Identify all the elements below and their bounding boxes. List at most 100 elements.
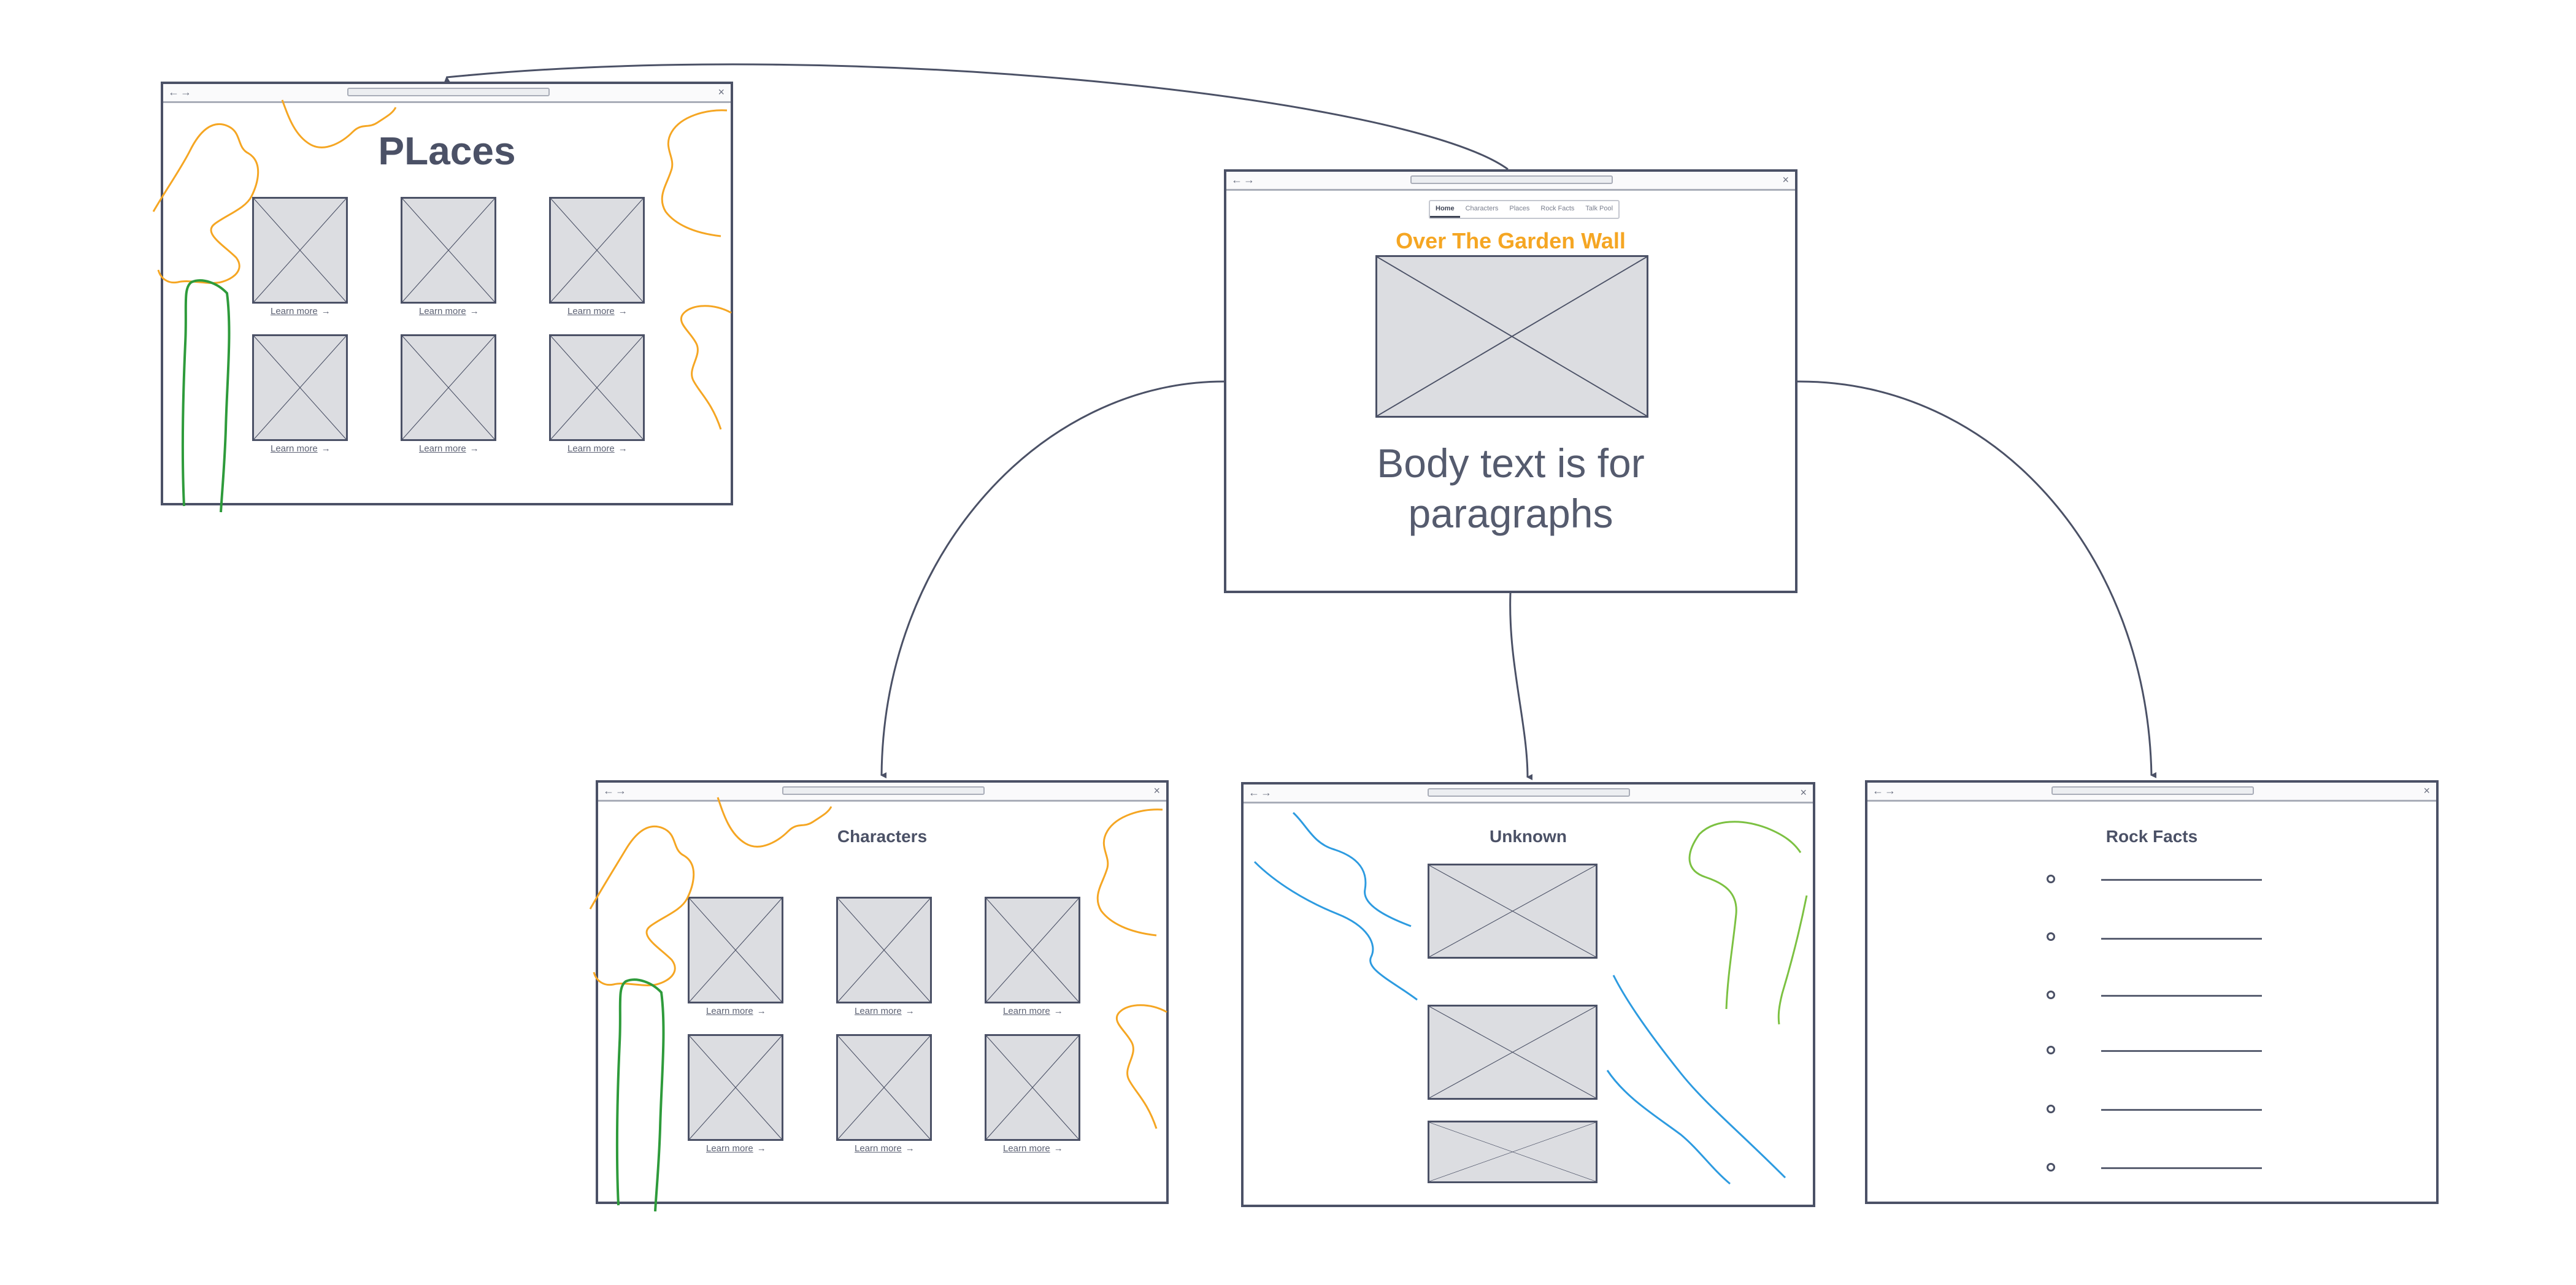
connector-home-to-rock-facts	[1797, 380, 2157, 778]
page-title: Unknown	[1490, 827, 1567, 846]
nav-home[interactable]: Home	[1430, 201, 1460, 218]
back-arrow-icon[interactable]: ←	[1231, 174, 1242, 186]
back-arrow-icon[interactable]: ←	[603, 784, 614, 797]
learn-more-label: Learn more	[855, 1143, 902, 1154]
back-arrow-icon[interactable]: ←	[1872, 784, 1883, 797]
home-frame: ← → × Home Characters Places Rock Facts …	[1224, 169, 1797, 593]
image-placeholder	[1428, 864, 1598, 959]
unknown-frame: ← → × Unknown	[1241, 782, 1815, 1207]
learn-more-label: Learn more	[271, 306, 318, 316]
browser-toolbar: ← → ×	[163, 84, 731, 103]
back-arrow-icon[interactable]: ←	[1248, 786, 1259, 799]
close-icon[interactable]: ×	[2423, 784, 2430, 797]
hero-image-placeholder	[1375, 255, 1648, 418]
learn-more-label: Learn more	[419, 443, 466, 454]
card-image-placeholder	[688, 1034, 783, 1141]
fact-line	[2101, 995, 2262, 997]
arrow-right-icon: →	[905, 1006, 915, 1016]
connector-home-to-unknown	[1509, 593, 1533, 780]
bullet-icon	[2047, 875, 2055, 883]
forward-arrow-icon[interactable]: →	[615, 784, 626, 797]
learn-more-label: Learn more	[706, 1006, 753, 1016]
arrow-right-icon: →	[618, 443, 628, 454]
arrow-right-icon: →	[469, 443, 479, 454]
nav-rock-facts[interactable]: Rock Facts	[1540, 205, 1575, 212]
fact-line	[2101, 1109, 2262, 1111]
browser-toolbar: ← → ×	[1867, 783, 2436, 802]
forward-arrow-icon[interactable]: →	[1885, 784, 1896, 797]
learn-more-label: Learn more	[855, 1006, 902, 1016]
body-text-line-1: Body text is for	[1377, 440, 1645, 486]
forward-arrow-icon[interactable]: →	[1261, 786, 1272, 799]
arrow-right-icon: →	[756, 1143, 766, 1154]
browser-toolbar: ← → ×	[1244, 784, 1813, 804]
address-bar[interactable]	[347, 88, 550, 96]
close-icon[interactable]: ×	[1153, 784, 1160, 797]
card-image-placeholder	[836, 1034, 932, 1141]
card-image-placeholder	[688, 897, 783, 1003]
forward-arrow-icon[interactable]: →	[1244, 174, 1255, 186]
nav-talk-pool[interactable]: Talk Pool	[1585, 205, 1613, 212]
learn-more-label: Learn more	[419, 306, 466, 316]
card-image-placeholder	[985, 897, 1080, 1003]
back-arrow-icon[interactable]: ←	[168, 86, 179, 98]
body-text: Body text is for paragraphs	[1226, 438, 1795, 539]
address-bar[interactable]	[1428, 788, 1630, 797]
arrow-right-icon: →	[1053, 1143, 1063, 1154]
learn-more-label: Learn more	[567, 306, 615, 316]
address-bar[interactable]	[1410, 175, 1613, 184]
bullet-icon	[2047, 1163, 2055, 1172]
learn-more-link[interactable]: Learn more→	[855, 1006, 915, 1016]
fact-line	[2101, 879, 2262, 881]
learn-more-label: Learn more	[706, 1143, 753, 1154]
learn-more-label: Learn more	[1003, 1006, 1050, 1016]
page-title: Characters	[837, 827, 928, 846]
learn-more-link[interactable]: Learn more→	[271, 443, 331, 454]
learn-more-link[interactable]: Learn more→	[419, 443, 479, 454]
nav-characters[interactable]: Characters	[1465, 205, 1499, 212]
close-icon[interactable]: ×	[1800, 786, 1807, 799]
nav-places[interactable]: Places	[1509, 205, 1530, 212]
learn-more-link[interactable]: Learn more→	[706, 1006, 766, 1016]
close-icon[interactable]: ×	[718, 86, 725, 98]
learn-more-link[interactable]: Learn more→	[567, 443, 628, 454]
learn-more-link[interactable]: Learn more→	[271, 306, 331, 316]
address-bar[interactable]	[782, 786, 985, 795]
learn-more-label: Learn more	[567, 443, 615, 454]
connector-home-to-characters	[880, 380, 1225, 779]
address-bar[interactable]	[2051, 786, 2254, 795]
arrow-right-icon: →	[618, 306, 628, 316]
learn-more-link[interactable]: Learn more→	[706, 1143, 766, 1154]
arrow-right-icon: →	[905, 1143, 915, 1154]
bullet-icon	[2047, 1046, 2055, 1054]
learn-more-label: Learn more	[1003, 1143, 1050, 1154]
browser-toolbar: ← → ×	[598, 783, 1166, 802]
arrow-right-icon: →	[321, 443, 331, 454]
card-image-placeholder	[985, 1034, 1080, 1141]
learn-more-link[interactable]: Learn more→	[419, 306, 479, 316]
bullet-icon	[2047, 932, 2055, 941]
learn-more-label: Learn more	[271, 443, 318, 454]
card-image-placeholder	[549, 334, 645, 441]
nav-bar: Home Characters Places Rock Facts Talk P…	[1429, 200, 1620, 219]
rock-facts-frame: ← → × Rock Facts	[1865, 780, 2439, 1204]
image-placeholder	[1428, 1005, 1598, 1100]
learn-more-link[interactable]: Learn more→	[1003, 1143, 1063, 1154]
card-image-placeholder	[549, 197, 645, 304]
card-image-placeholder	[401, 197, 496, 304]
fact-line	[2101, 938, 2262, 940]
page-title: Rock Facts	[2105, 827, 2198, 846]
bullet-icon	[2047, 1105, 2055, 1113]
learn-more-link[interactable]: Learn more→	[855, 1143, 915, 1154]
learn-more-link[interactable]: Learn more→	[567, 306, 628, 316]
arrow-right-icon: →	[321, 306, 331, 316]
forward-arrow-icon[interactable]: →	[180, 86, 191, 98]
arrow-right-icon: →	[469, 306, 479, 316]
learn-more-link[interactable]: Learn more→	[1003, 1006, 1063, 1016]
card-image-placeholder	[836, 897, 932, 1003]
image-placeholder	[1428, 1121, 1598, 1183]
bullet-icon	[2047, 991, 2055, 999]
close-icon[interactable]: ×	[1782, 174, 1789, 186]
fact-line	[2101, 1167, 2262, 1169]
